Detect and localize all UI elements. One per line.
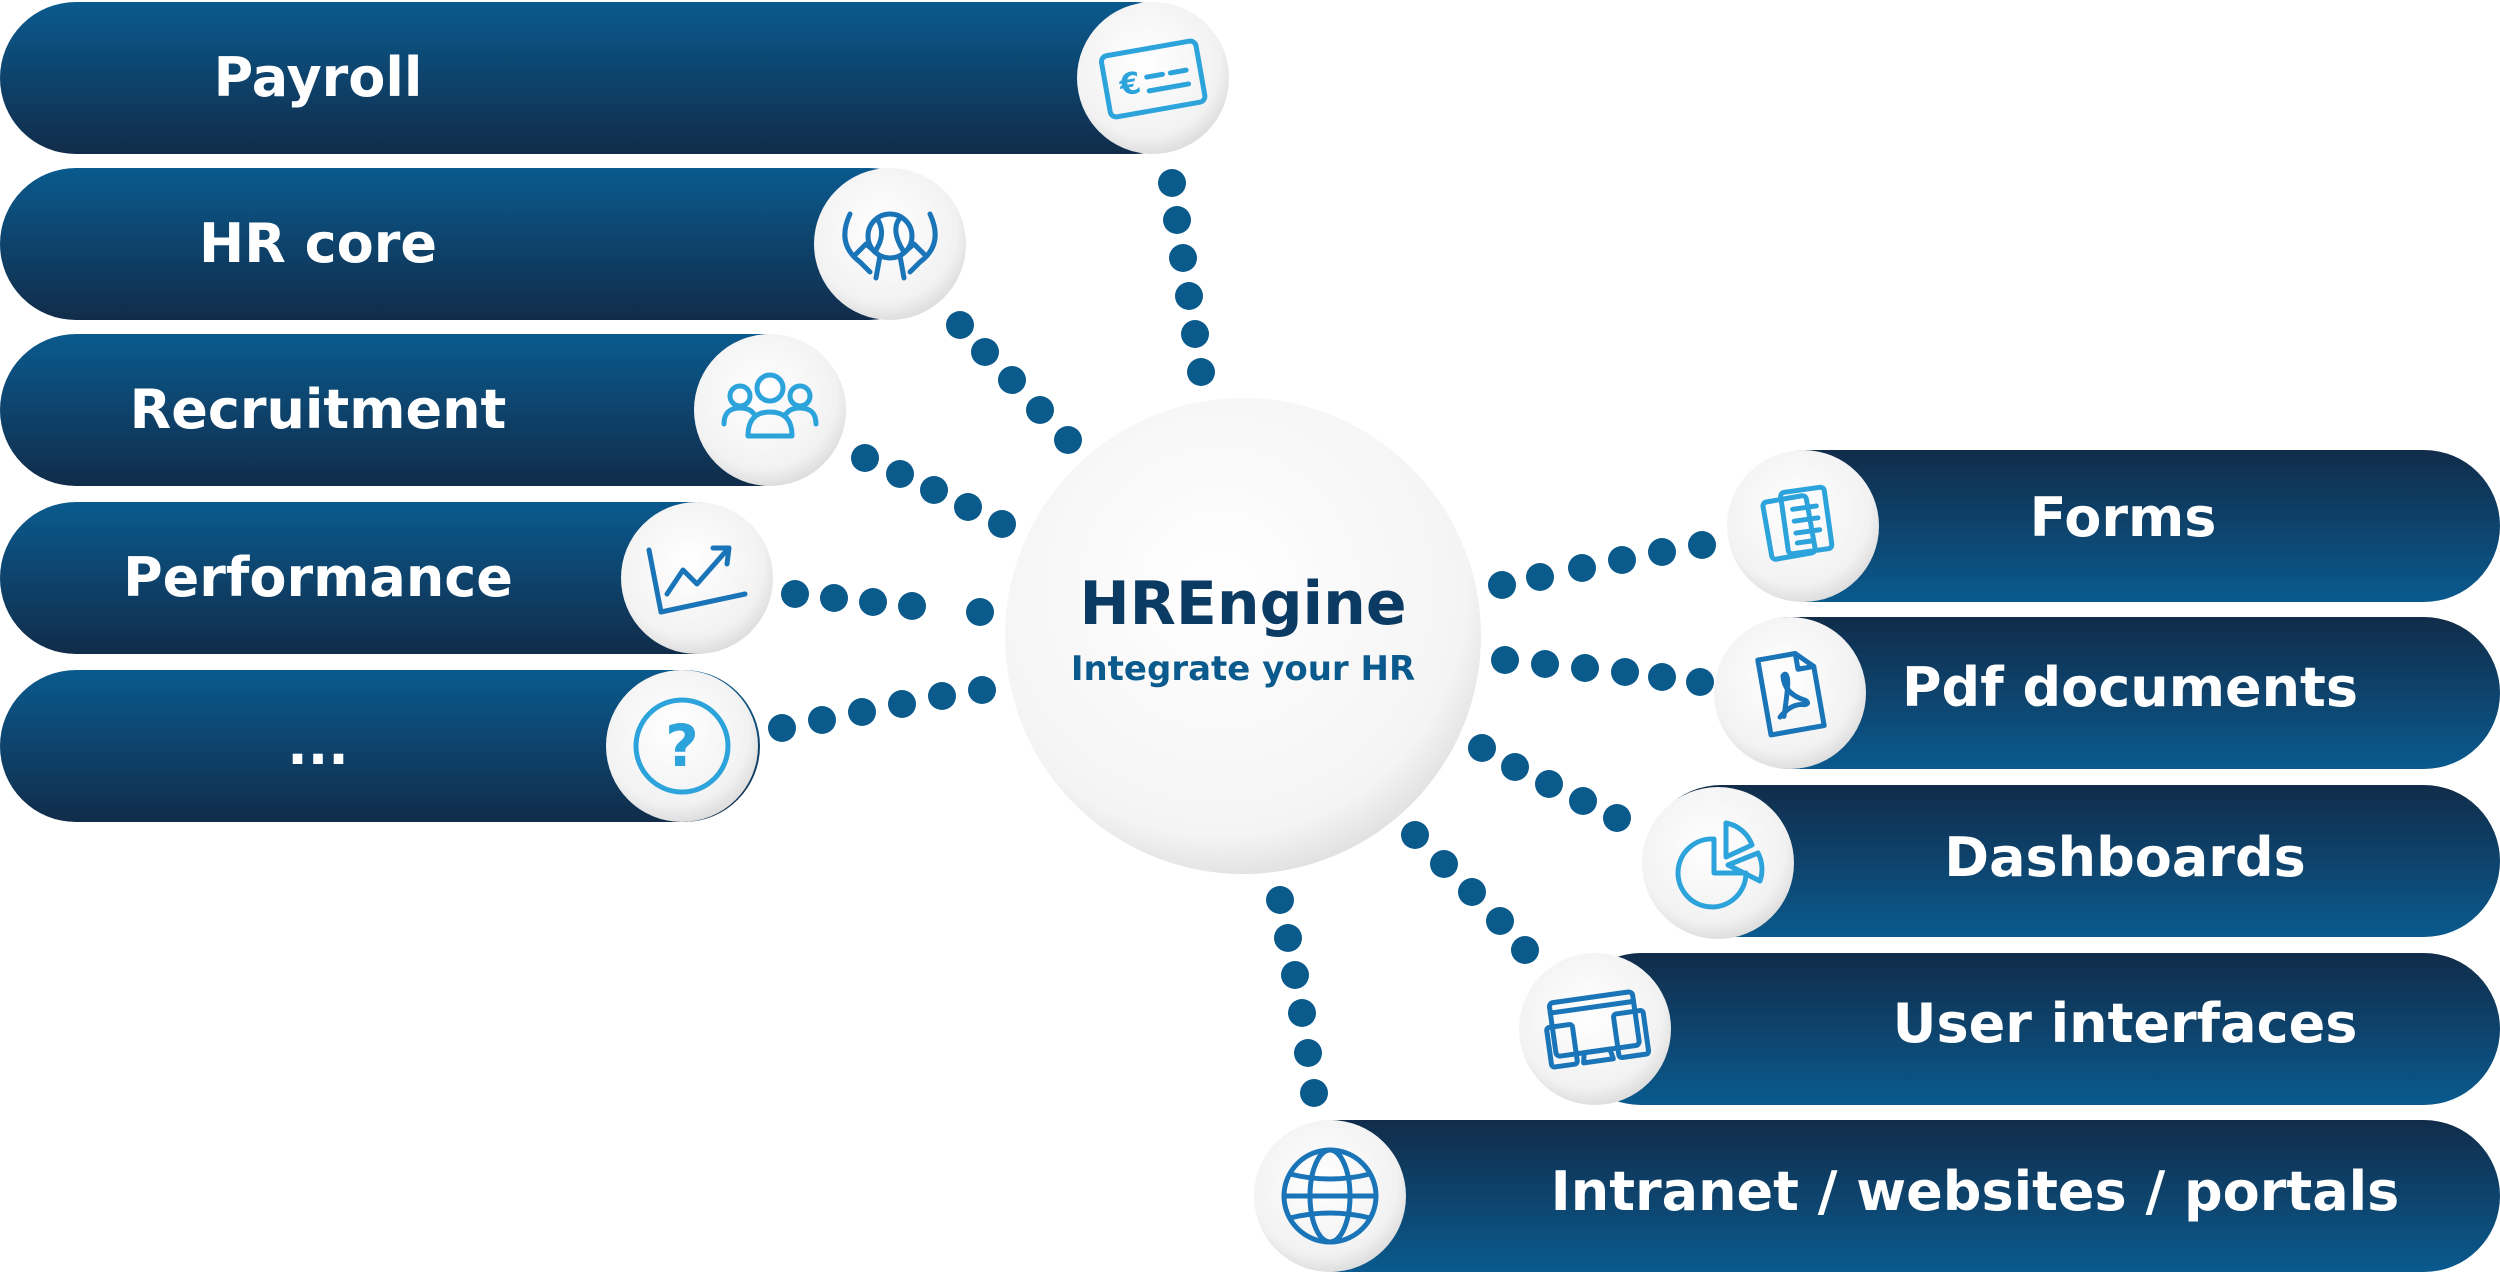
forms-documents-icon: [1760, 484, 1835, 562]
connector-payroll: [1158, 169, 1215, 386]
connector-dashboards: [1468, 734, 1631, 832]
connector-forms: [1488, 531, 1716, 599]
hub-subtitle: Integrate your HR: [1071, 649, 1415, 689]
hands-globe-icon: [842, 211, 938, 281]
output-label-pdf: Pdf documents: [1902, 656, 2358, 719]
input-pill-performance[interactable]: Performance: [0, 502, 773, 654]
output-pill-forms[interactable]: Forms: [1727, 450, 2500, 602]
people-group-icon: [721, 372, 819, 439]
output-pill-pdf[interactable]: Pdf documents: [1714, 617, 2500, 769]
question-mark-icon: ?: [633, 697, 731, 795]
output-pill-dashboards[interactable]: Dashboards: [1642, 785, 2500, 939]
output-channels: Forms Pdf documents: [1254, 450, 2500, 1272]
input-label-payroll: Payroll: [214, 46, 423, 109]
hub-title: HREngine: [1079, 569, 1406, 639]
connector-more: [768, 676, 996, 742]
input-label-hr-core: HR core: [199, 212, 437, 275]
connector-hr-core: [946, 311, 1082, 454]
svg-text:?: ?: [665, 712, 699, 780]
output-label-intranet: Intranet / websites / portals: [1551, 1160, 2400, 1223]
input-pill-more[interactable]: ... ?: [0, 670, 760, 822]
input-systems: Payroll € HR core: [0, 2, 1229, 822]
connector-intranet: [1266, 886, 1328, 1107]
connector-performance: [781, 580, 994, 626]
output-pill-intranet[interactable]: Intranet / websites / portals: [1254, 1120, 2500, 1272]
input-label-performance: Performance: [123, 546, 513, 609]
connector-user-interfaces: [1401, 821, 1539, 964]
output-label-user-interfaces: User interfaces: [1893, 992, 2358, 1055]
output-label-dashboards: Dashboards: [1944, 826, 2305, 889]
output-label-forms: Forms: [2030, 486, 2217, 549]
input-pill-recruitment[interactable]: Recruitment: [0, 334, 846, 486]
dotted-connectors: [768, 169, 1716, 1107]
input-pill-hr-core[interactable]: HR core: [0, 168, 966, 320]
pie-chart-icon: [1675, 820, 1765, 910]
growth-chart-icon: [646, 545, 748, 615]
connector-recruitment: [851, 444, 1016, 538]
hrengine-hub[interactable]: HREngine Integrate your HR: [1005, 398, 1481, 874]
input-label-more: ...: [287, 714, 349, 777]
pdf-file-icon: [1755, 650, 1827, 738]
output-pill-user-interfaces[interactable]: User interfaces: [1519, 953, 2500, 1105]
input-label-recruitment: Recruitment: [130, 378, 507, 441]
connector-pdf: [1491, 646, 1714, 696]
input-pill-payroll[interactable]: Payroll €: [0, 2, 1229, 154]
devices-icon: [1544, 989, 1652, 1070]
globe-icon: [1281, 1147, 1379, 1245]
